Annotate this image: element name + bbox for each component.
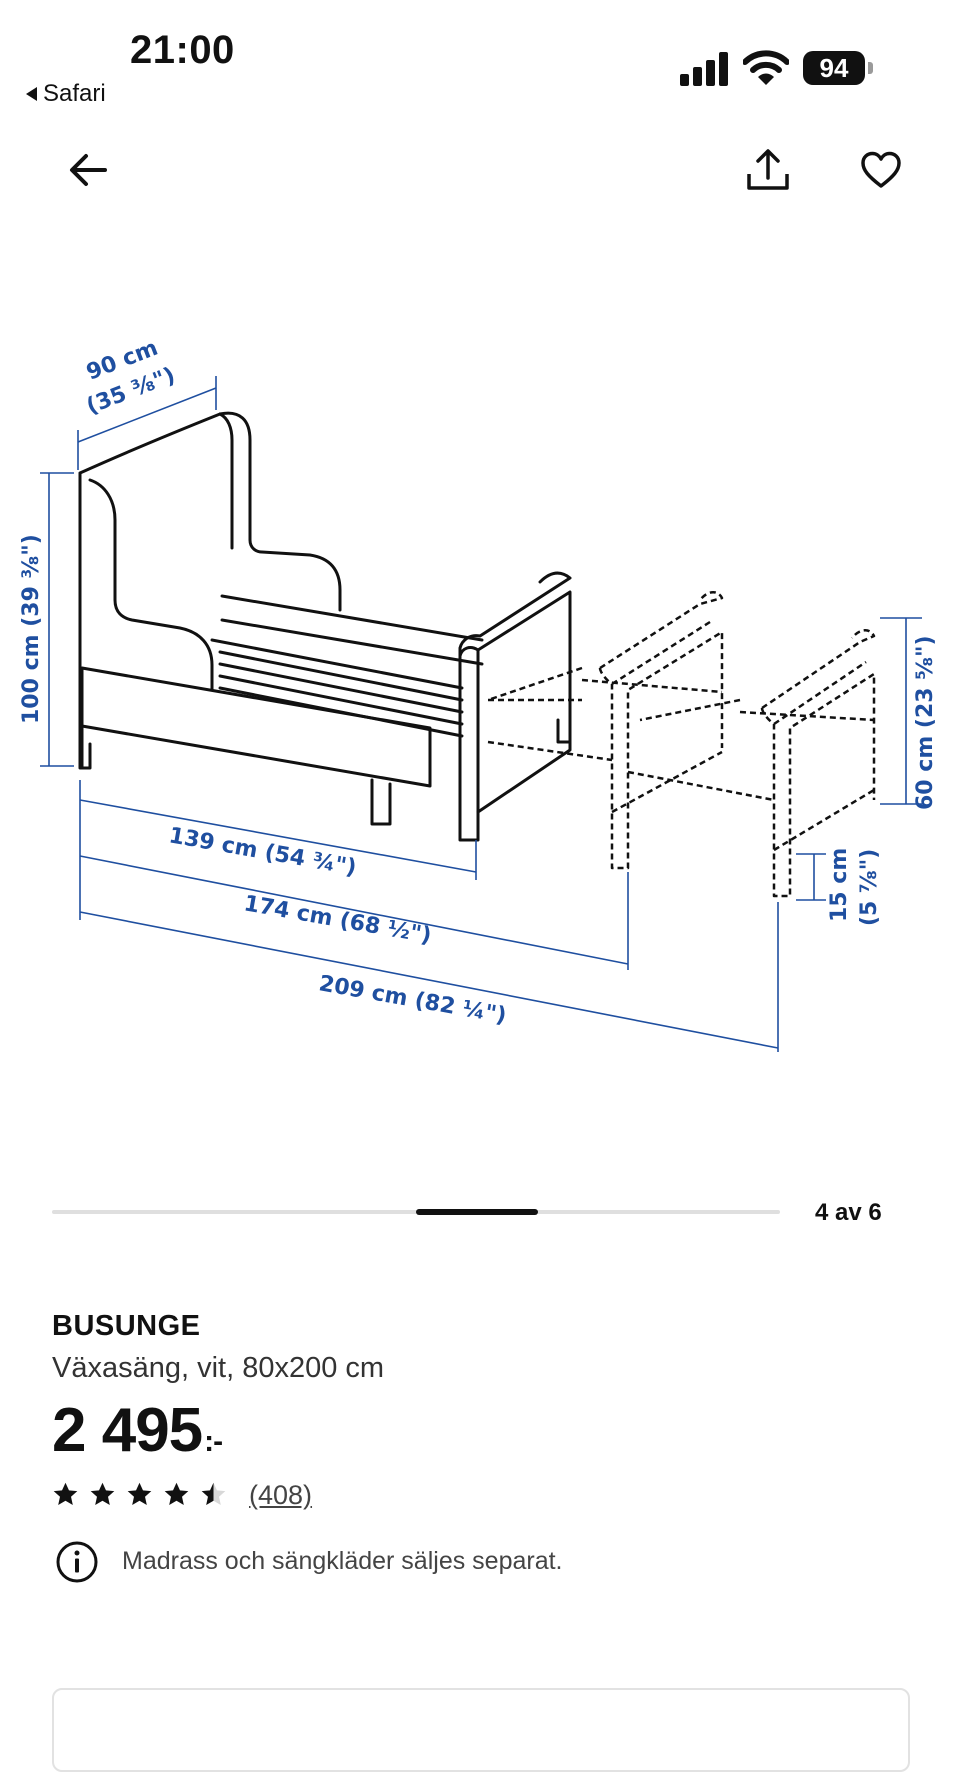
carousel-position-indicator bbox=[416, 1209, 538, 1215]
image-carousel-progress[interactable] bbox=[52, 1209, 780, 1215]
review-count-link[interactable]: (408) bbox=[249, 1480, 313, 1510]
back-button[interactable] bbox=[58, 140, 118, 200]
dimension-length-1: 139 cm (54 ¾") bbox=[167, 823, 358, 881]
price-value: 2 495 bbox=[52, 1396, 203, 1465]
favorite-button[interactable] bbox=[851, 140, 911, 200]
bottom-card[interactable] bbox=[52, 1688, 910, 1772]
dimension-extension-height: 60 cm (23 ⅝") bbox=[913, 635, 938, 810]
bed-footboard bbox=[458, 571, 572, 842]
heart-icon bbox=[861, 151, 901, 188]
extension-piece-2 bbox=[760, 629, 876, 898]
dimension-length-3: 209 cm (82 ¼") bbox=[317, 971, 508, 1029]
info-icon bbox=[56, 1541, 98, 1583]
dimension-length-2: 174 cm (68 ½") bbox=[242, 891, 433, 949]
image-counter: 4 av 6 bbox=[815, 1199, 882, 1226]
dimension-height: 100 cm (39 ⅜") bbox=[19, 534, 44, 724]
battery-indicator: 94 bbox=[803, 51, 873, 85]
product-name: BUSUNGE bbox=[52, 1310, 201, 1342]
dimension-leg-height: 15 cm bbox=[827, 848, 852, 922]
product-price: 2 495:- bbox=[52, 1395, 223, 1466]
product-description: Växasäng, vit, 80x200 cm bbox=[52, 1352, 385, 1384]
back-to-safari[interactable]: Safari bbox=[26, 80, 106, 108]
mattress-notice: Madrass och sängkläder säljes separat. bbox=[122, 1547, 563, 1575]
wifi-icon bbox=[743, 50, 789, 85]
star-half-icon bbox=[201, 1482, 226, 1505]
arrow-left-icon bbox=[70, 154, 107, 186]
product-dimension-diagram: 90 cm (35 ⅜") 100 cm (39 ⅜") 139 cm (54 … bbox=[19, 336, 938, 1052]
extension-piece-1 bbox=[598, 591, 724, 870]
status-time: 21:00 bbox=[130, 28, 235, 72]
star-full-icon bbox=[53, 1482, 78, 1505]
rating-stars[interactable] bbox=[52, 1481, 227, 1508]
share-button[interactable] bbox=[738, 140, 798, 200]
price-suffix: :- bbox=[204, 1425, 223, 1458]
star-full-icon bbox=[164, 1482, 189, 1505]
battery-level: 94 bbox=[803, 51, 865, 85]
back-triangle-icon bbox=[26, 87, 37, 101]
dimension-leg-height-inches: (5 ⅞") bbox=[857, 849, 882, 926]
back-app-label: Safari bbox=[43, 80, 106, 107]
star-full-icon bbox=[127, 1482, 152, 1505]
bed-headboard bbox=[78, 411, 342, 770]
share-icon bbox=[747, 149, 789, 190]
battery-nub bbox=[868, 62, 873, 74]
cellular-signal-icon bbox=[680, 52, 728, 86]
star-full-icon bbox=[90, 1482, 115, 1505]
